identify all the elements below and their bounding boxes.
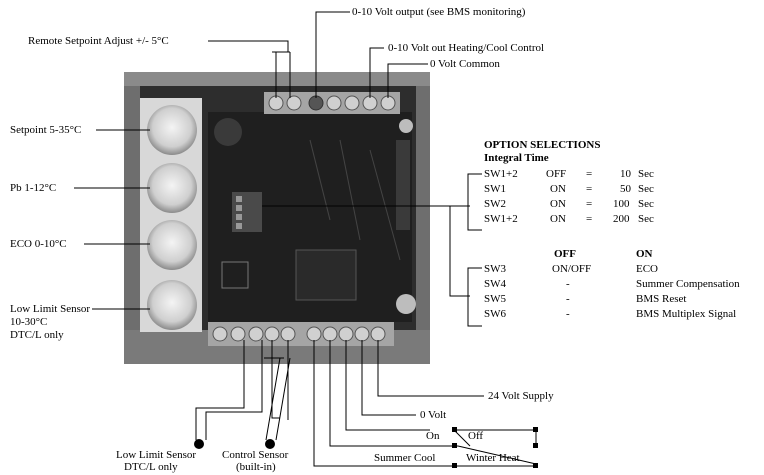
low-limit-label-line3: DTC/L only [10,329,64,341]
summer-cool-label: Summer Cool [374,452,436,464]
zero-volt-common-label: 0 Volt Common [430,58,500,70]
pb-label: Pb 1-12°C [10,182,57,194]
circuit-board [208,112,416,322]
off-label: Off [468,430,484,442]
eco-label: ECO 0-10°C [10,238,67,250]
low-limit-sensor-dot [194,439,204,449]
bottom-terminal-block [208,322,394,346]
pb-dial [147,163,197,213]
sensor-markers [194,427,538,468]
remote-adjust-label: Remote Setpoint Adjust +/- 5°C [28,35,169,47]
low-limit-sensor-label-line2: DTC/L only [124,461,178,473]
heat-cool-control-label: 0-10 Volt out Heating/Cool Control [388,42,545,54]
low-limit-dial [147,280,197,330]
winter-heat-label: Winter Heat [466,452,520,464]
setpoint-dial [147,105,197,155]
eco-dial [147,220,197,270]
setpoint-label: Setpoint 5-35°C [10,124,82,136]
top-terminal-block [264,92,400,114]
control-sensor-label-line1: Control Sensor [222,449,289,461]
on-label: On [426,430,440,442]
leader-lines [74,11,537,467]
dial-strip [140,98,202,332]
low-limit-label-line1: Low Limit Sensor [10,303,91,315]
bms-output-label: 0-10 Volt output (see BMS monitoring) [352,6,526,18]
control-sensor-label-line2: (built-in) [236,461,276,473]
control-sensor-dot [265,439,275,449]
integral-time-title: Integral Time [484,152,549,164]
options-title: OPTION SELECTIONS [484,139,601,151]
col-off-header: OFF [554,248,576,260]
low-limit-sensor-label-line1: Low Limit Sensor [116,449,197,461]
zero-volt-label: 0 Volt [420,409,447,421]
low-limit-label-line2: 10-30°C [10,316,48,328]
supply-24v-label: 24 Volt Supply [488,390,554,402]
col-on-header: ON [636,248,653,260]
